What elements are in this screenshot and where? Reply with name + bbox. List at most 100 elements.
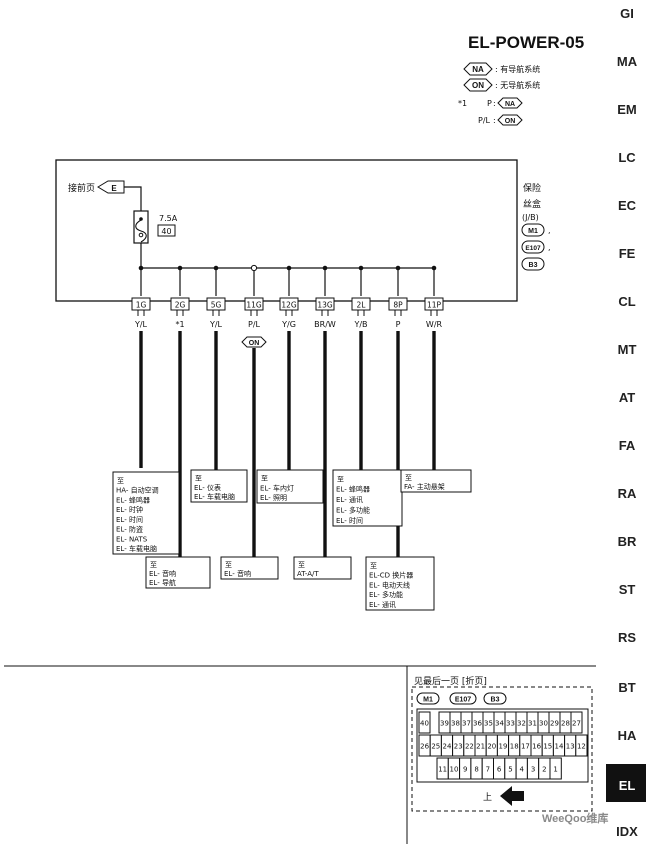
terminal-1G: 1G Y/L bbox=[131, 265, 151, 329]
section-tab-rs[interactable]: RS bbox=[618, 630, 636, 645]
section-tab-mt[interactable]: MT bbox=[618, 342, 637, 357]
svg-text:丝盒: 丝盒 bbox=[523, 198, 541, 210]
destination-line: EL- 时间 bbox=[336, 516, 363, 525]
svg-text:CL: CL bbox=[618, 294, 635, 309]
connector-pin-number: 28 bbox=[561, 720, 570, 728]
terminal-pin-label: 2G bbox=[175, 301, 186, 310]
destination-line: 至 bbox=[298, 561, 305, 569]
destination-line: EL- 音响 bbox=[149, 569, 176, 578]
svg-text:NA: NA bbox=[472, 65, 484, 74]
watermark: WeeQoo维库 bbox=[542, 811, 608, 825]
legend-na-symbol: NA bbox=[463, 62, 493, 76]
destination-line: EL-CD 换片器 bbox=[369, 571, 413, 580]
section-tab-br[interactable]: BR bbox=[618, 534, 637, 549]
svg-text:LC: LC bbox=[618, 150, 636, 165]
svg-text:B3: B3 bbox=[529, 262, 538, 269]
connector-up-arrow bbox=[500, 786, 524, 806]
feed-wire bbox=[124, 186, 142, 211]
connector-pin-number: 34 bbox=[495, 720, 504, 728]
destination-line: EL- 导航 bbox=[149, 578, 176, 587]
connector-pin-number: 1 bbox=[553, 766, 557, 774]
svg-text:MA: MA bbox=[617, 54, 638, 69]
destination-line: EL- 照明 bbox=[260, 494, 287, 502]
wire-color-label: Y/G bbox=[281, 320, 296, 329]
connector-panel-title: 见最后一页 [折页] bbox=[414, 675, 487, 687]
connector-pin-number: 40 bbox=[420, 720, 429, 728]
connector-pin-number: 12 bbox=[577, 743, 586, 751]
destination-line: EL- 音响 bbox=[224, 569, 251, 578]
connector-pin-number: 5 bbox=[508, 766, 512, 774]
svg-text:E107: E107 bbox=[525, 245, 541, 252]
from-previous-arrow: E bbox=[97, 180, 125, 194]
terminal-pin-label: 11G bbox=[246, 301, 262, 310]
section-tab-gi[interactable]: GI bbox=[620, 6, 634, 21]
section-tab-ma[interactable]: MA bbox=[617, 54, 638, 69]
destination-line: EL- 车内灯 bbox=[260, 483, 294, 492]
section-tab-at[interactable]: AT bbox=[619, 390, 635, 405]
destination-line: EL- 蜂鸣器 bbox=[116, 495, 150, 504]
terminal-pin-label: 2L bbox=[357, 301, 367, 310]
connector-pin-number: 30 bbox=[539, 720, 548, 728]
connector-pin-number: 38 bbox=[451, 720, 460, 728]
svg-text:B3: B3 bbox=[491, 697, 500, 704]
section-tab-ha[interactable]: HA bbox=[618, 728, 637, 743]
svg-text:BR: BR bbox=[618, 534, 637, 549]
connector-tag: B3 bbox=[483, 692, 507, 705]
svg-text:(J/B): (J/B) bbox=[522, 213, 539, 222]
svg-text:EC: EC bbox=[618, 198, 637, 213]
destination-line: EL- 多功能 bbox=[369, 590, 403, 599]
fuse-block-outline bbox=[55, 159, 518, 302]
connector-tag: M1 bbox=[416, 692, 440, 705]
terminal-pin-label: 1G bbox=[136, 301, 147, 310]
destination-line: 至 bbox=[370, 562, 377, 570]
svg-text:ON: ON bbox=[472, 81, 484, 90]
section-tab-idx[interactable]: IDX bbox=[616, 824, 638, 839]
section-tab-bt[interactable]: BT bbox=[618, 680, 635, 695]
wire-color-label: Y/L bbox=[134, 320, 148, 329]
terminal-12G: 12G Y/G bbox=[279, 265, 299, 329]
wire-color-label: P bbox=[396, 320, 401, 329]
terminal-row: 1GY/L2G*15GY/L11GP/L12GY/G13GBR/W2LY/B8P… bbox=[131, 264, 444, 557]
section-tab-lc[interactable]: LC bbox=[618, 150, 636, 165]
section-tab-cl[interactable]: CL bbox=[618, 294, 635, 309]
connector-pin-number: 24 bbox=[443, 743, 452, 751]
destination-line: EL- 多功能 bbox=[336, 506, 370, 515]
section-tab-el[interactable]: EL bbox=[606, 764, 646, 802]
section-tab-em[interactable]: EM bbox=[617, 102, 637, 117]
svg-text:HA: HA bbox=[618, 728, 637, 743]
section-tab-st[interactable]: ST bbox=[619, 582, 636, 597]
section-tab-fe[interactable]: FE bbox=[619, 246, 636, 261]
destination-line: 至 bbox=[337, 475, 344, 483]
connector-tag: E107 bbox=[449, 692, 477, 705]
connector-pin-number: 23 bbox=[454, 743, 463, 751]
destination-line: EL- NATS bbox=[116, 535, 148, 543]
connector-pin-number: 22 bbox=[465, 743, 474, 751]
section-tab-ec[interactable]: EC bbox=[618, 198, 637, 213]
svg-text:EM: EM bbox=[617, 102, 637, 117]
destination-line: HA- 自动空调 bbox=[116, 486, 159, 495]
connector-up-label: 上 bbox=[483, 792, 492, 803]
destination-line: 至 bbox=[225, 561, 232, 569]
section-tab-fa[interactable]: FA bbox=[619, 438, 636, 453]
legend-on-text: : 无导航系统 bbox=[495, 80, 540, 90]
terminal-pin-label: 12G bbox=[281, 301, 297, 310]
section-tab-ra[interactable]: RA bbox=[618, 486, 637, 501]
wire-color-label: *1 bbox=[175, 320, 184, 329]
connector-pin-number: 6 bbox=[497, 766, 502, 774]
svg-text:ON: ON bbox=[249, 340, 260, 347]
svg-text:E: E bbox=[111, 184, 117, 193]
destination-line: EL- 通讯 bbox=[336, 495, 363, 504]
svg-text:E107: E107 bbox=[455, 697, 471, 704]
connector-pin-number: 16 bbox=[532, 743, 541, 751]
destination-line: 至 bbox=[150, 561, 157, 569]
svg-text:保险: 保险 bbox=[523, 182, 541, 194]
destination-line: EL- 通讯 bbox=[369, 600, 396, 609]
connector-pin-number: 29 bbox=[550, 720, 559, 728]
connector-pin-number: 10 bbox=[449, 766, 458, 774]
svg-text::: : bbox=[493, 116, 496, 125]
